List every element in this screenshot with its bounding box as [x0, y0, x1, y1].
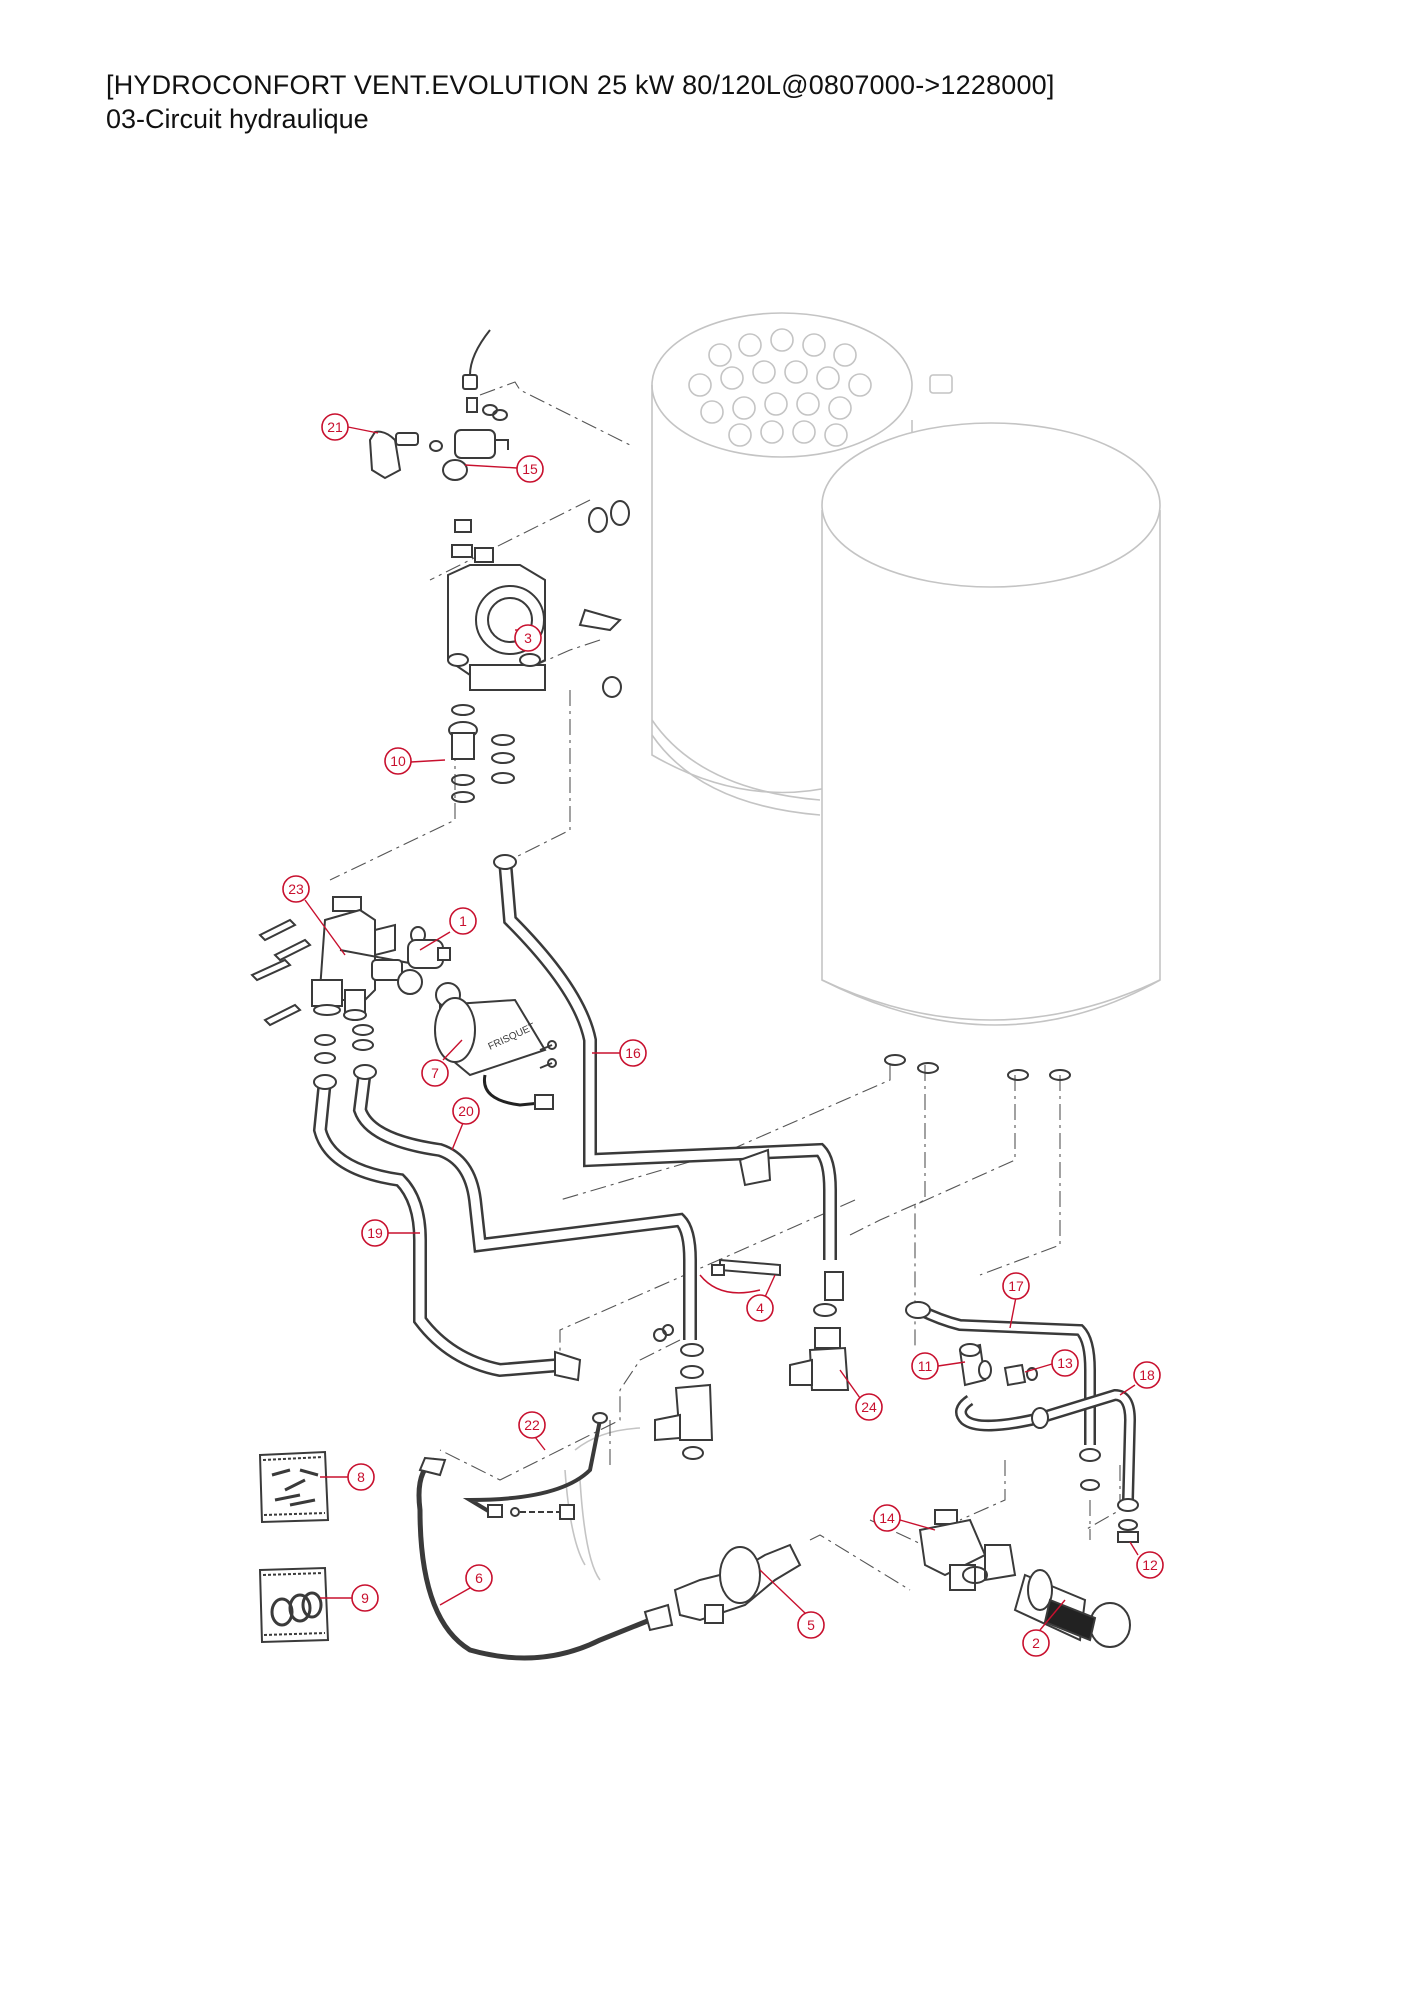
page-title: [HYDROCONFORT VENT.EVOLUTION 25 kW 80/12…	[106, 70, 1055, 100]
callout-label: 22	[524, 1417, 540, 1433]
callout-12: 12	[1129, 1541, 1164, 1579]
callout-20: 20	[451, 1097, 480, 1151]
safety-valve-group	[368, 329, 509, 481]
callout-9: 9	[320, 1584, 379, 1612]
callout-6: 6	[439, 1564, 493, 1606]
callout-label: 10	[390, 753, 406, 769]
callout-1: 1	[419, 907, 477, 951]
callout-17: 17	[1002, 1272, 1030, 1329]
diagram-header: [HYDROCONFORT VENT.EVOLUTION 25 kW 80/12…	[106, 68, 1055, 136]
callout-label: 24	[861, 1399, 877, 1415]
callout-label: 19	[367, 1225, 383, 1241]
callout-label: 20	[458, 1103, 474, 1119]
callout-14: 14	[873, 1504, 936, 1532]
callout-label: 8	[357, 1469, 365, 1485]
callout-19: 19	[361, 1219, 420, 1247]
callout-15: 15	[464, 455, 544, 483]
page-subtitle: 03-Circuit hydraulique	[106, 104, 369, 134]
pump-body	[447, 519, 622, 691]
callout-18: 18	[1119, 1361, 1161, 1396]
storage-tanks	[564, 312, 1161, 1581]
callout-5: 5	[759, 1569, 825, 1639]
callout-label: 18	[1139, 1367, 1155, 1383]
callout-label: 21	[327, 419, 343, 435]
diverter-motor: FRISQUET	[397, 969, 557, 1110]
callout-label: 7	[431, 1065, 439, 1081]
callout-16: 16	[592, 1039, 647, 1067]
callout-label: 9	[361, 1590, 369, 1606]
parts-bag-screws	[258, 1450, 330, 1524]
callout-label: 2	[1032, 1635, 1040, 1651]
callouts: 1 2 3 4 5 6 7	[282, 413, 1164, 1657]
callout-label: 5	[807, 1617, 815, 1633]
callout-label: 12	[1142, 1557, 1158, 1573]
rear-tank	[651, 312, 953, 816]
callout-8: 8	[320, 1463, 375, 1491]
diverter-valve-block	[250, 896, 426, 1027]
callout-23: 23	[282, 875, 346, 956]
front-tank	[821, 422, 1161, 1026]
parts-bag-orings	[258, 1566, 330, 1644]
callout-label: 17	[1008, 1278, 1024, 1294]
callout-label: 14	[879, 1510, 895, 1526]
callout-13: 13	[1024, 1349, 1079, 1377]
callout-10: 10	[384, 747, 446, 775]
callout-24: 24	[839, 1369, 883, 1421]
callout-2: 2	[1022, 1599, 1066, 1657]
callout-11: 11	[911, 1352, 966, 1380]
callout-7: 7	[421, 1039, 463, 1087]
callout-label: 11	[918, 1358, 933, 1374]
callout-label: 6	[475, 1570, 483, 1586]
backflow-valve	[673, 1543, 802, 1624]
callout-3: 3	[514, 624, 542, 652]
callout-4: 4	[746, 1274, 776, 1322]
callout-label: 1	[459, 913, 467, 929]
callout-label: 4	[756, 1300, 764, 1316]
callout-21: 21	[321, 413, 379, 441]
callout-label: 13	[1057, 1355, 1073, 1371]
callout-22: 22	[518, 1411, 546, 1451]
callout-label: 16	[625, 1045, 641, 1061]
callout-label: 3	[524, 630, 532, 646]
callout-label: 15	[522, 461, 538, 477]
callout-label: 23	[288, 881, 304, 897]
drain-tap-group	[918, 1509, 1131, 1648]
